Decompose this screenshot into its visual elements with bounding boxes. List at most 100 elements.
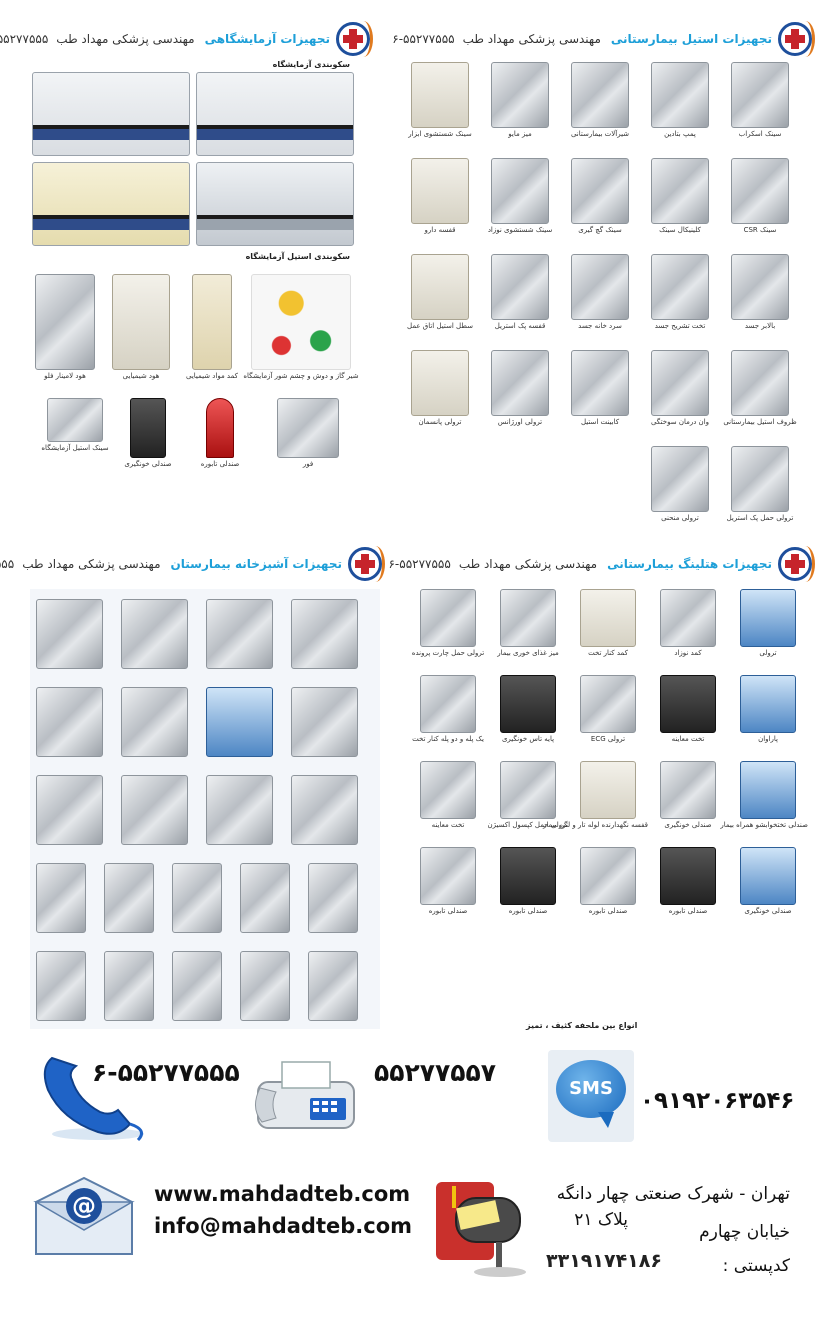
product-image	[740, 589, 796, 647]
kitchen-product-image	[206, 775, 273, 845]
fax-number[interactable]: ۵۵۲۷۷۵۵۷	[374, 1058, 497, 1087]
email-icon: @	[32, 1174, 136, 1260]
email-link[interactable]: info@mahdadteb.com	[154, 1214, 412, 1238]
kitchen-product-image	[308, 951, 358, 1021]
company-logo-icon	[336, 21, 373, 57]
postal-code[interactable]: ۳۳۱۹۱۷۴۱۸۶	[546, 1250, 662, 1272]
product-item: سینک شستشوی ابزار	[400, 62, 480, 138]
steel-panel-header: تجهیزات استیل بیمارستانی مهندسی پزشکی مه…	[392, 21, 815, 57]
product-image	[500, 675, 556, 733]
website-link[interactable]: www.mahdadteb.com	[154, 1182, 411, 1206]
product-item: صندلی تابوره	[488, 847, 568, 915]
blood-chair-image	[130, 398, 166, 458]
company-logo-icon	[348, 546, 385, 582]
product-label: صندلی تابوره	[428, 907, 468, 915]
product-image	[731, 158, 789, 224]
product-label: شیرآلات بیمارستانی	[570, 130, 630, 138]
product-item: صندلی تابوره	[408, 847, 488, 915]
product-label: سینک CSR	[743, 226, 777, 234]
product-item: صندلی خونگیری	[116, 398, 180, 468]
product-image	[571, 350, 629, 416]
product-item: کمد کنار تخت	[568, 589, 648, 657]
product-item: هود لامینار فلو	[30, 274, 100, 380]
oven-image	[277, 398, 339, 458]
product-label: صندلی خونگیری	[744, 907, 792, 915]
phone-number[interactable]: ۶-۵۵۲۷۷۵۵۵	[92, 1058, 240, 1087]
company-logo-icon	[778, 21, 815, 57]
product-label: ترولی منحنی	[661, 514, 699, 522]
product-label: ترولی	[759, 649, 777, 657]
product-item: سینک اسکراب	[720, 62, 800, 138]
product-item: میز مایو	[480, 62, 560, 138]
product-label: صندلی تختخوابشو همراه بیمار	[720, 821, 808, 829]
kitchen-product-image	[308, 863, 358, 933]
product-label: سرد خانه جسد	[578, 322, 622, 330]
mobile-number[interactable]: ۰۹۱۹۲۰۶۳۵۴۶	[640, 1088, 795, 1114]
product-item: وان درمان سوختگی	[640, 350, 720, 426]
kitchen-product-image	[121, 775, 188, 845]
product-label: ترولی حمل چارت پرونده	[411, 649, 485, 657]
steel-equipment-panel: تجهیزات استیل بیمارستانی مهندسی پزشکی مه…	[392, 18, 815, 528]
steel-product-grid: سینک اسکراب پمپ بتادین شیرآلات بیمارستانی م…	[392, 18, 812, 528]
kitchen-product-image	[240, 863, 290, 933]
product-item: ترولی	[728, 589, 808, 657]
lab-bench-photo	[32, 162, 190, 246]
product-item: سطل استیل اتاق عمل	[400, 254, 480, 330]
product-item: سینک CSR	[720, 158, 800, 234]
category-title: تجهیزات آزمایشگاهی	[204, 32, 330, 46]
product-label: ترولی حمل پک استریل	[726, 514, 794, 522]
product-item: پاراوان	[728, 675, 808, 743]
product-image	[660, 675, 716, 733]
chemical-hood-image	[112, 274, 170, 370]
nursing-panel-header: تجهیزات هتلینگ بیمارستانی مهندسی پزشکی م…	[388, 546, 815, 582]
product-item: سینک شستشوی نوزاد	[480, 158, 560, 234]
kitchen-product-image	[172, 863, 222, 933]
fax-icon	[252, 1058, 360, 1136]
product-image	[420, 761, 476, 819]
product-image	[500, 847, 556, 905]
product-image	[491, 158, 549, 224]
product-image	[420, 675, 476, 733]
product-item: شیر گاز و دوش و چشم شور آزمایشگاه	[242, 274, 360, 380]
product-item: قفسه نگهدارنده لوله تار و لگن بیمار	[543, 761, 648, 829]
product-label: ترولی ECG	[590, 735, 626, 743]
sms-icon: SMS	[548, 1050, 634, 1142]
product-image	[411, 158, 469, 224]
product-label: میز غذای خوری بیمار	[497, 649, 559, 657]
product-label: صندلی خونگیری	[664, 821, 712, 829]
product-item: صندلی تابوره	[648, 847, 728, 915]
product-image	[420, 847, 476, 905]
product-item: صندلی خونگیری	[648, 761, 728, 829]
product-label: تخت معاینه	[431, 821, 465, 829]
product-item: پمپ بتادین	[640, 62, 720, 138]
lab-equipment-panel: تجهیزات آزمایشگاهی مهندسی پزشکی مهداد طب…	[0, 18, 373, 528]
kitchen-product-image	[206, 599, 273, 669]
section-title: سکوبندی آزمایشگاه	[272, 60, 350, 69]
eyewash-shower-image	[251, 274, 351, 370]
product-image	[651, 446, 709, 512]
kitchen-product-image	[240, 951, 290, 1021]
product-label: میز مایو	[508, 130, 532, 138]
product-label: ترولی اورژانس	[497, 418, 543, 426]
product-item: تخت معاینه	[648, 675, 728, 743]
product-image	[731, 350, 789, 416]
product-item: صندلی خونگیری	[728, 847, 808, 915]
product-item: کلینیکال سینک	[640, 158, 720, 234]
product-label: بالابر جسد	[744, 322, 776, 330]
product-item: ترولی حمل کپسول اکسیژن	[487, 761, 568, 829]
product-item: میز غذای خوری بیمار	[488, 589, 568, 657]
product-label: پمپ بتادین	[664, 130, 696, 138]
product-label: پاراوان	[758, 735, 778, 743]
product-item: صندلی تابوره	[188, 398, 252, 468]
product-item: صندلی تابوره	[568, 847, 648, 915]
company-phone: ۶-۵۵۲۷۷۵۵۵	[0, 32, 49, 46]
product-item: سینک گچ گیری	[560, 158, 640, 234]
kitchen-product-image	[36, 687, 103, 757]
product-label: کمد نوزاد	[674, 649, 702, 657]
product-item: صندلی تختخوابشو همراه بیمار	[720, 761, 808, 829]
product-item: ترولی اورژانس	[480, 350, 560, 426]
product-item: کابینت استیل	[560, 350, 640, 426]
product-image	[491, 350, 549, 416]
product-label: ظروف استیل بیمارستانی	[723, 418, 797, 426]
product-item: شیرآلات بیمارستانی	[560, 62, 640, 138]
